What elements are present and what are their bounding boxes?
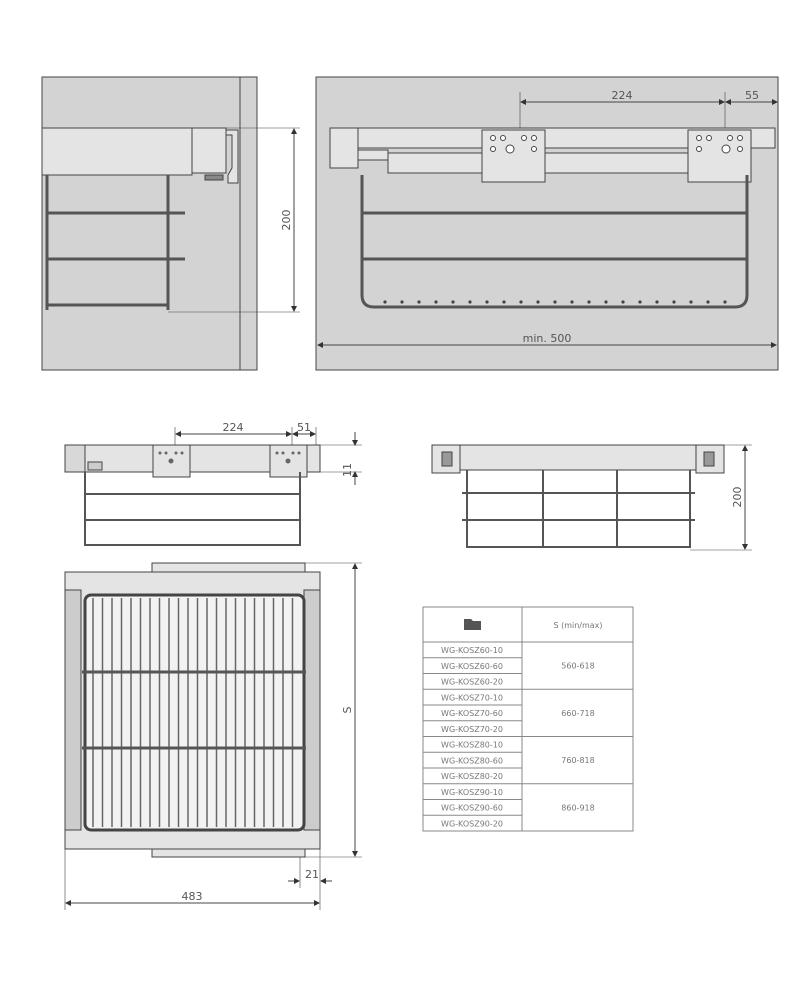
basket-front-view: 200 <box>431 444 752 551</box>
table-cell-code: WG-KOSZ70-10 <box>441 693 503 702</box>
table-cell-code: WG-KOSZ60-20 <box>441 678 503 687</box>
mounting-bracket <box>481 129 752 183</box>
front-view-cabinet: 224 55 min. 500 <box>315 76 779 371</box>
dimension-label: 224 <box>612 89 633 102</box>
dimension-label: min. 500 <box>523 332 572 345</box>
dimension-label: 200 <box>280 210 293 231</box>
side-view-cabinet: 200 <box>41 76 300 371</box>
table-cell-code: WG-KOSZ90-20 <box>441 819 503 828</box>
basket-plan-view: S 483 21 <box>64 562 362 910</box>
wire-dots <box>383 300 727 304</box>
table-cell-range: 560-618 <box>561 662 594 671</box>
size-table: S (min/max) WG-KOSZ60-10WG-KOSZ60-60WG-K… <box>422 606 634 832</box>
table-cell-range: 660-718 <box>561 709 594 718</box>
dimension-label: 224 <box>223 421 244 434</box>
dimension-label: 51 <box>297 421 311 434</box>
table-cell-range: 860-918 <box>561 803 594 812</box>
dimension-label: 55 <box>745 89 759 102</box>
table-header-s: S (min/max) <box>553 621 602 630</box>
table-cell-code: WG-KOSZ60-10 <box>441 646 503 655</box>
table-cell-code: WG-KOSZ70-60 <box>441 709 503 718</box>
table-cell-code: WG-KOSZ60-60 <box>441 662 503 671</box>
table-cell-code: WG-KOSZ80-20 <box>441 772 503 781</box>
dimension-label: 200 <box>731 487 744 508</box>
table-cell-code: WG-KOSZ90-10 <box>441 788 503 797</box>
table-cell-range: 760-818 <box>561 756 594 765</box>
basket-side-view: 224 51 11 <box>64 421 362 546</box>
folder-icon <box>464 619 481 630</box>
table-cell-code: WG-KOSZ80-60 <box>441 756 503 765</box>
table-cell-code: WG-KOSZ80-10 <box>441 741 503 750</box>
table-cell-code: WG-KOSZ70-20 <box>441 725 503 734</box>
table-cell-code: WG-KOSZ90-60 <box>441 804 503 813</box>
dimension-label: 11 <box>341 463 354 477</box>
dimension-label: S <box>341 706 354 713</box>
dimension-label: 483 <box>182 890 203 903</box>
dimension-label: 21 <box>305 868 319 881</box>
